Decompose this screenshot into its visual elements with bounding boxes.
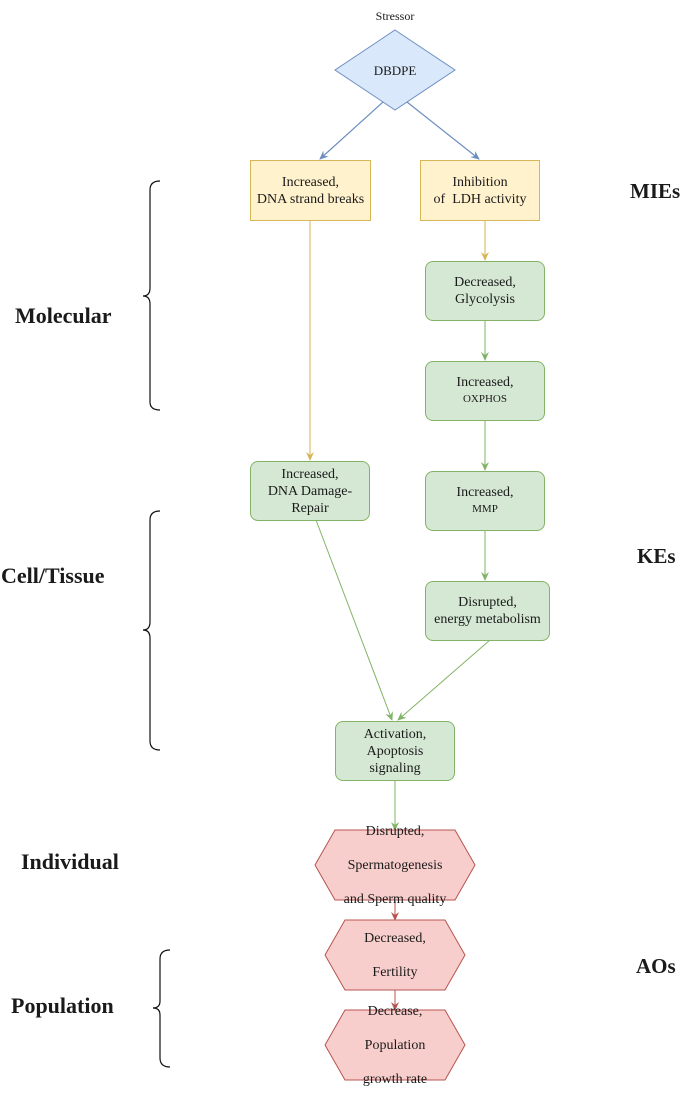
mie-ldh-line1: Inhibition: [452, 174, 508, 190]
mie-ldh-inhibition[interactable]: Inhibition of LDH activity: [420, 160, 540, 221]
brace-molecular: [142, 180, 161, 411]
ke-energy-metabolism[interactable]: Disrupted, energy metabolism: [425, 581, 550, 641]
ao-fertility[interactable]: Decreased, Fertility: [330, 920, 460, 990]
brace-population: [152, 949, 171, 1068]
ao-spermatogenesis[interactable]: Disrupted, Spermatogenesis and Sperm qua…: [320, 824, 470, 907]
level-individual: Individual: [21, 849, 119, 874]
stressor-diamond: [334, 29, 456, 111]
mie-dna-line2: DNA strand breaks: [256, 191, 365, 207]
ao-spermatogenesis-line1: Disrupted,: [365, 823, 425, 839]
arrow-repair-to-apoptosis: [315, 519, 393, 721]
ke-repair-line2: DNA Damage-: [267, 483, 353, 499]
ke-glycolysis[interactable]: Decreased, Glycolysis: [425, 261, 545, 321]
arrow-stressor-to-ldh: [406, 101, 480, 160]
mie-dna-line1: Increased,: [281, 174, 340, 190]
stressor-name: DBDPE: [373, 62, 417, 78]
ke-energy-line2: energy metabolism: [434, 612, 541, 627]
brace-cell-tissue: [142, 510, 161, 751]
stressor-label: Stressor: [375, 8, 415, 23]
ao-spermatogenesis-line3: and Sperm quality: [343, 891, 447, 907]
ao-hexagon-spermatogenesis: [314, 829, 476, 901]
ke-mmp[interactable]: Increased, MMP: [425, 471, 545, 531]
ke-apoptosis-line2: Apoptosis: [366, 743, 424, 759]
ao-population-line2: Population: [364, 1037, 426, 1053]
stage-mies: MIEs: [630, 179, 681, 203]
ao-hexagon-population: [324, 1009, 466, 1081]
mie-ldh-line2: of LDH activity: [433, 191, 527, 207]
arrow-stressor-to-dna-breaks: [319, 101, 384, 160]
ke-apoptosis-line3: signaling: [369, 760, 421, 776]
ao-spermatogenesis-line2: Spermatogenesis: [347, 857, 443, 873]
stage-aos: AOs: [636, 954, 676, 978]
arrow-energy-to-apoptosis: [397, 639, 491, 721]
level-population: Population: [11, 993, 114, 1018]
ke-glycolysis-line2: Glycolysis: [455, 292, 515, 307]
ke-apoptosis-line1: Activation,: [363, 726, 427, 742]
ke-oxphos-line1: Increased,: [456, 375, 514, 390]
ao-population-growth[interactable]: Decrease, Population growth rate: [330, 1004, 460, 1087]
ke-repair-line1: Increased,: [281, 466, 339, 482]
ao-population-line3: growth rate: [362, 1071, 428, 1087]
ke-apoptosis-signaling[interactable]: Activation, Apoptosis signaling: [335, 721, 455, 781]
stage-kes: KEs: [637, 544, 676, 568]
level-molecular: Molecular: [15, 303, 112, 328]
ke-repair-line3: Repair: [291, 500, 329, 516]
ao-population-line1: Decrease,: [367, 1003, 423, 1019]
ke-dna-damage-repair[interactable]: Increased, DNA Damage- Repair: [250, 461, 370, 521]
ao-fertility-line1: Decreased,: [364, 930, 426, 946]
mie-dna-strand-breaks[interactable]: Increased, DNA strand breaks: [250, 160, 371, 221]
ao-fertility-line2: Fertility: [372, 964, 418, 980]
ke-glycolysis-line1: Decreased,: [454, 275, 516, 290]
ke-oxphos-line2: OXPHOS: [462, 393, 507, 405]
level-cell-tissue: Cell/Tissue: [1, 563, 105, 588]
ke-oxphos[interactable]: Increased, OXPHOS: [425, 361, 545, 421]
ke-mmp-line2: MMP: [472, 503, 498, 515]
ke-mmp-line1: Increased,: [456, 485, 514, 500]
aop-diagram-canvas: [142, 29, 491, 1081]
ke-energy-line1: Disrupted,: [458, 595, 517, 610]
ao-hexagon-fertility: [324, 919, 466, 991]
